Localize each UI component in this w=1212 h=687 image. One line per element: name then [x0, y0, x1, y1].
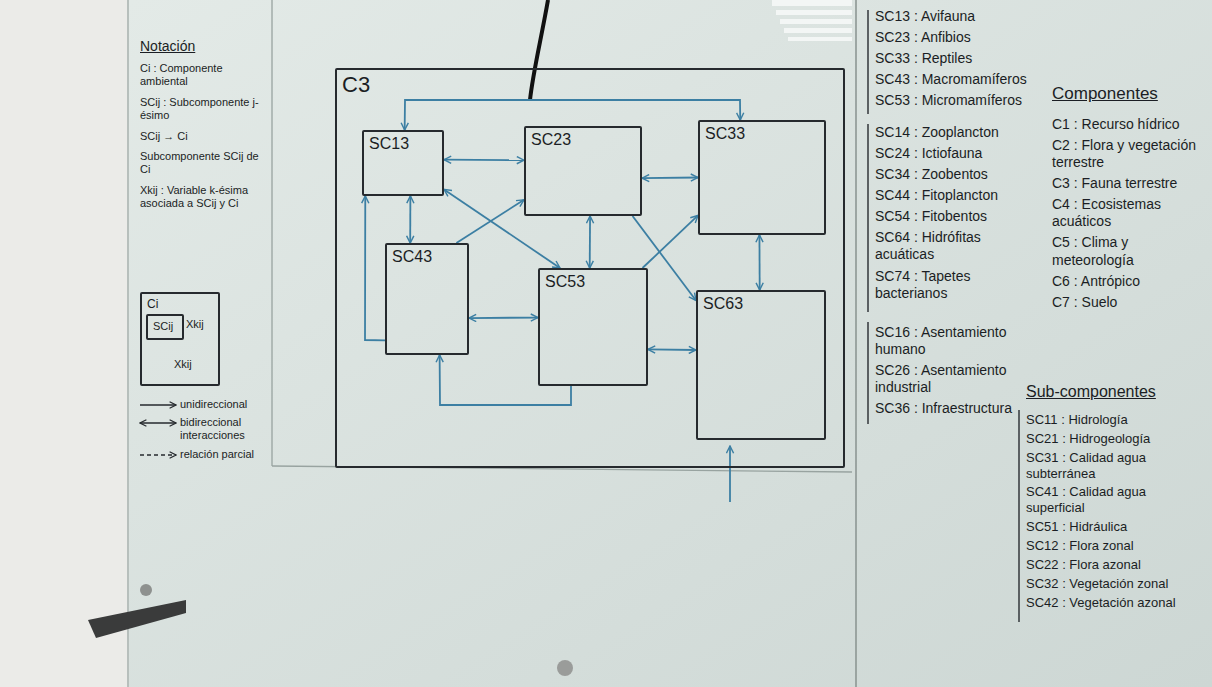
- list-item: SC44 : Fitoplancton: [875, 187, 1040, 204]
- legend-text: bidireccional interacciones: [180, 416, 265, 443]
- subcomponent-box: SC43: [385, 243, 469, 355]
- subcomponent-box: SC53: [538, 268, 648, 386]
- variable-label: Xkij: [174, 358, 192, 371]
- list-item: C5 : Clima y meteorología: [1052, 234, 1202, 268]
- list-item: SC26 : Asentamiento industrial: [875, 362, 1040, 396]
- wall: [0, 0, 128, 687]
- interaction-arrow: [444, 159, 524, 161]
- component-box: CiSCij: [140, 292, 220, 386]
- list-item: SC31 : Calidad agua subterránea: [1026, 450, 1202, 482]
- interaction-arrow: [365, 196, 385, 340]
- notation-text: SCij : Subcomponente j-ésimo: [140, 96, 262, 123]
- board-seam: [855, 0, 857, 687]
- box-label: C3: [337, 70, 375, 100]
- list-item: SC74 : Tapetes bacterianos: [875, 268, 1040, 302]
- legend-line-sample: [140, 454, 176, 455]
- list-item: SC13 : Avifauna: [875, 8, 1040, 25]
- box-label: SC43: [387, 245, 437, 268]
- list-item: C2 : Flora y vegetación terrestre: [1052, 137, 1202, 171]
- subcomponent-box: SC33: [698, 120, 826, 235]
- section-heading: Componentes: [1052, 84, 1202, 105]
- box-label: Ci: [142, 295, 163, 313]
- interaction-arrow: [642, 177, 698, 179]
- list-item: SC33 : Reptiles: [875, 50, 1040, 67]
- legend-line-sample: [140, 422, 176, 423]
- interaction-arrow: [409, 196, 411, 243]
- subcomponent-box: SC63: [696, 290, 826, 440]
- list-item: SC22 : Flora azonal: [1026, 557, 1202, 573]
- list-item: SC34 : Zoobentos: [875, 166, 1040, 183]
- list-item: SC21 : Hidrogeología: [1026, 431, 1202, 447]
- interaction-arrow: [444, 189, 560, 268]
- section-heading: Notación: [140, 38, 262, 55]
- list-item: SC53 : Micromamíferos: [875, 92, 1040, 109]
- variable-label: Xkij: [186, 318, 204, 331]
- list-item: C3 : Fauna terrestre: [1052, 175, 1202, 192]
- box-label: SC33: [700, 122, 750, 145]
- legend-text: unidireccional: [180, 398, 265, 411]
- legend-text: relación parcial: [180, 448, 265, 461]
- box-label: SC63: [698, 292, 748, 315]
- list-item: SC12 : Flora zonal: [1026, 538, 1202, 554]
- list-item: SC23 : Anfibios: [875, 29, 1040, 46]
- list-item: SC24 : Ictiofauna: [875, 145, 1040, 162]
- list-item: C7 : Suelo: [1052, 294, 1202, 311]
- list-item: C1 : Recurso hídrico: [1052, 116, 1202, 133]
- list-item: SC16 : Asentamiento humano: [875, 324, 1040, 358]
- list-item: C6 : Antrópico: [1052, 273, 1202, 290]
- notation-text: SCij → Ci: [140, 130, 262, 143]
- screw: [140, 584, 152, 596]
- list-item: SC36 : Infraestructura: [875, 400, 1040, 417]
- marker-tray: [88, 600, 186, 638]
- subcomponent-box: SC23: [524, 126, 642, 216]
- box-label: SC13: [364, 132, 414, 155]
- interaction-arrow: [643, 215, 699, 268]
- cable: [530, 0, 548, 100]
- list-item: SC11 : Hidrología: [1026, 412, 1202, 428]
- interaction-arrow: [589, 216, 591, 268]
- box-label: SCij: [148, 318, 178, 335]
- list-item: SC32 : Vegetación zonal: [1026, 576, 1202, 592]
- board-surface: [128, 0, 1212, 687]
- interaction-arrow: [759, 235, 761, 290]
- list-item: SC51 : Hidráulica: [1026, 519, 1202, 535]
- bracket: [867, 10, 869, 424]
- ceiling-light-reflection: [772, 0, 852, 41]
- legend-line-sample: [140, 404, 176, 405]
- box-label: SC53: [540, 270, 590, 293]
- component-box: C3SC13 SC23 SC33SC43SC53SC63: [335, 68, 845, 468]
- section-heading: Sub-componentes: [1026, 382, 1202, 402]
- board-edge: [127, 0, 129, 687]
- bracket: [1018, 410, 1020, 622]
- list-item: SC41 : Calidad agua superficial: [1026, 484, 1202, 516]
- list-item: SC64 : Hidrófitas acuáticas: [875, 229, 1040, 263]
- screw: [557, 660, 573, 676]
- notation-text: Xkij : Variable k-ésima asociada a SCij …: [140, 184, 262, 211]
- subcomponent-box: SC13: [362, 130, 444, 196]
- loose-arrow: [729, 446, 731, 502]
- board-seam: [271, 0, 272, 466]
- subcomponent-box: SCij: [146, 314, 184, 340]
- interaction-arrow: [469, 317, 538, 319]
- interaction-arrow: [648, 349, 696, 351]
- interaction-arrow: [440, 355, 571, 405]
- list-item: SC14 : Zooplancton: [875, 124, 1040, 141]
- list-item: SC54 : Fitobentos: [875, 208, 1040, 225]
- notation-text: Subcomponente SCij de Ci: [140, 150, 262, 177]
- interaction-arrow: [633, 216, 696, 301]
- list-item: C4 : Ecosistemas acuáticos: [1052, 196, 1202, 230]
- box-label: SC23: [526, 128, 576, 151]
- notation-text: Ci : Componente ambiental: [140, 62, 262, 89]
- list-item: SC42 : Vegetación azonal: [1026, 595, 1202, 611]
- list-item: SC43 : Macromamíferos: [875, 71, 1040, 88]
